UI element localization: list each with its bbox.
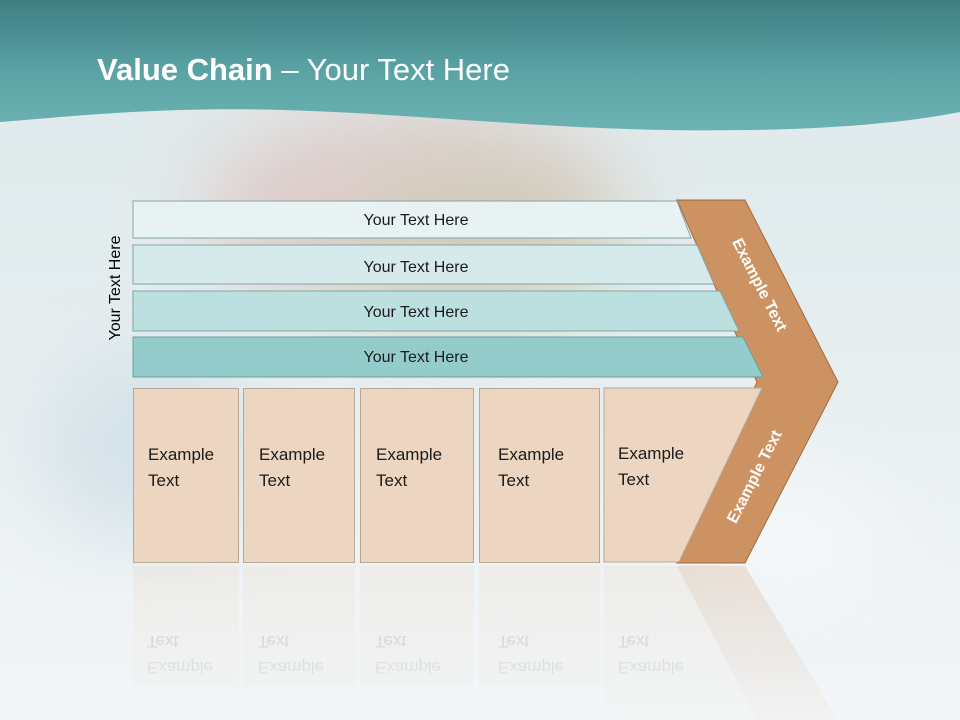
box-4: Example Text <box>479 388 600 563</box>
box-3: Example Text <box>360 388 474 563</box>
bar-1 <box>132 200 692 239</box>
box-2-line2: Text <box>259 471 291 490</box>
bar-3-label: Your Text Here <box>364 304 469 321</box>
bar-2-label: Your Text Here <box>364 259 469 276</box>
box-1-line1: Example <box>148 445 215 464</box>
bar-4 <box>132 336 764 378</box>
box-5-line1: Example <box>618 444 685 463</box>
bar-2 <box>132 244 715 285</box>
bar-4-label: Your Text Here <box>364 349 469 366</box>
bar-3 <box>132 290 740 332</box>
box-1-line2: Text <box>148 471 180 490</box>
box-3-line1: Example <box>376 445 443 464</box>
box-2: Example Text <box>243 388 355 563</box>
box-2-line1: Example <box>259 445 326 464</box>
header-band <box>0 0 960 131</box>
box-5-shape <box>603 387 763 563</box>
title-bold: Value Chain <box>97 52 273 87</box>
title-rest: – Your Text Here <box>272 52 510 87</box>
slide-title: Value Chain – Your Text Here <box>97 52 510 88</box>
box-3-line2: Text <box>376 471 408 490</box>
box-1: Example Text <box>133 388 239 563</box>
box-4-line1: Example <box>498 445 565 464</box>
box-5-text: Example Text <box>604 388 714 563</box>
bar-1-label: Your Text Here <box>364 212 469 229</box>
reflection-fade <box>0 565 960 720</box>
box-4-line2: Text <box>498 471 530 490</box>
box-5-line2: Text <box>618 470 650 489</box>
